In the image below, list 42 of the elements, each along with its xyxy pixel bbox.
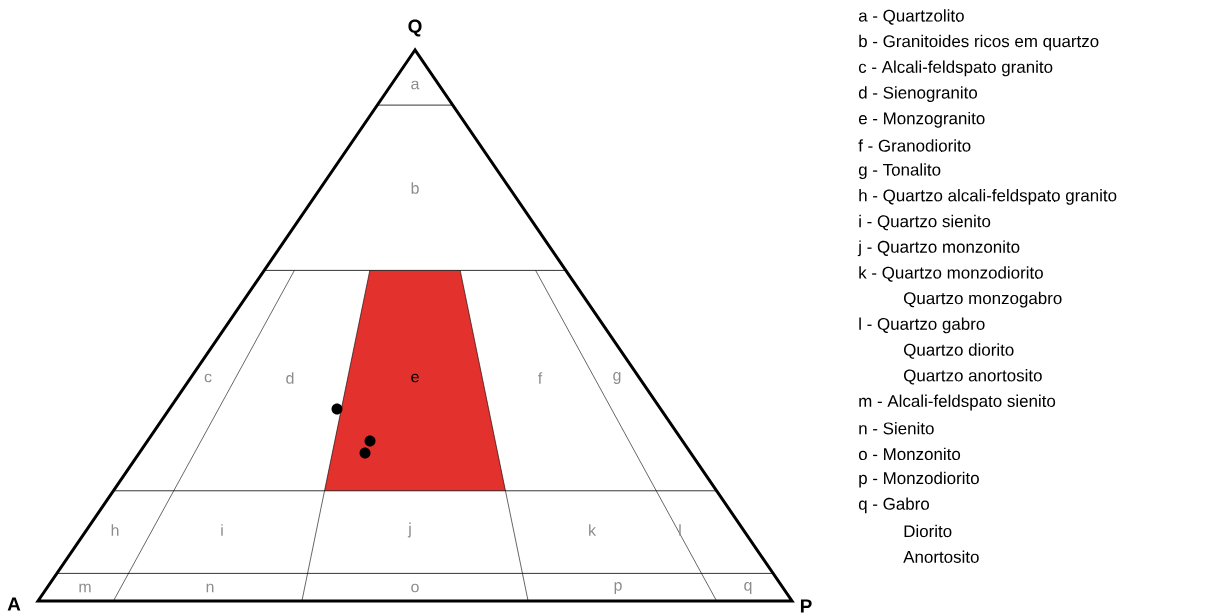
legend-entry: e - Monzogranito (858, 111, 985, 128)
field-label: n (206, 583, 214, 593)
legend-entry: Quartzo diorito (904, 343, 1014, 359)
legend-entry: a - Quartzolito (858, 9, 964, 25)
legend-entry: l - Quartzo gabro (859, 317, 985, 334)
legend-entry: k - Quartzo monzodiorito (859, 266, 1043, 282)
legend-entry: d - Sienogranito (858, 86, 978, 102)
vertex-label: P (800, 599, 812, 613)
legend-entry: c - Alcali-feldspato granito (858, 60, 1053, 77)
legend-entry: q - Gabro (858, 497, 929, 514)
legend-entry: m - Alcali-feldspato sienito (859, 394, 1056, 411)
field-label: d (286, 372, 294, 384)
field-label: k (589, 524, 596, 536)
field-label: g (613, 372, 621, 384)
field-label: o (411, 583, 419, 593)
field-label: q (744, 582, 752, 594)
legend-entry: n - Sienito (859, 422, 934, 435)
vertex-label: A (7, 597, 21, 611)
field-label: l (679, 524, 681, 536)
legend-entry: j - Quartzo monzonito (857, 240, 1020, 257)
field-label: i (221, 524, 223, 536)
field-label: j (407, 522, 411, 538)
legend-entry: p - Monzodiorito (859, 471, 979, 488)
field-label: c (204, 373, 212, 383)
legend-entry: o - Monzonito (858, 447, 961, 461)
legend-entry: h - Quartzo alcali-feldspato granito (859, 189, 1117, 205)
field-label: p (614, 582, 622, 594)
legend-entry: Diorito (904, 524, 952, 538)
legend-entry: Quartzo monzogabro (904, 291, 1062, 308)
field-label: m (79, 583, 91, 593)
vertex-label: Q (408, 19, 422, 37)
field-label: b (411, 182, 419, 194)
field-label: e (411, 373, 419, 383)
field-label: a (411, 80, 420, 90)
legend-entry: Quartzo anortosito (904, 369, 1042, 385)
legend-entry: Anortosito (903, 550, 979, 563)
legend-entry: g - Tonalito (858, 163, 941, 180)
legend-entry: f - Granodiorito (858, 139, 971, 152)
legend-entry: b - Granitoides ricos em quartzo (859, 34, 1099, 51)
field-label: f (538, 372, 543, 384)
field-label: h (111, 524, 119, 536)
legend-entry: i - Quartzo sienito (859, 214, 991, 231)
